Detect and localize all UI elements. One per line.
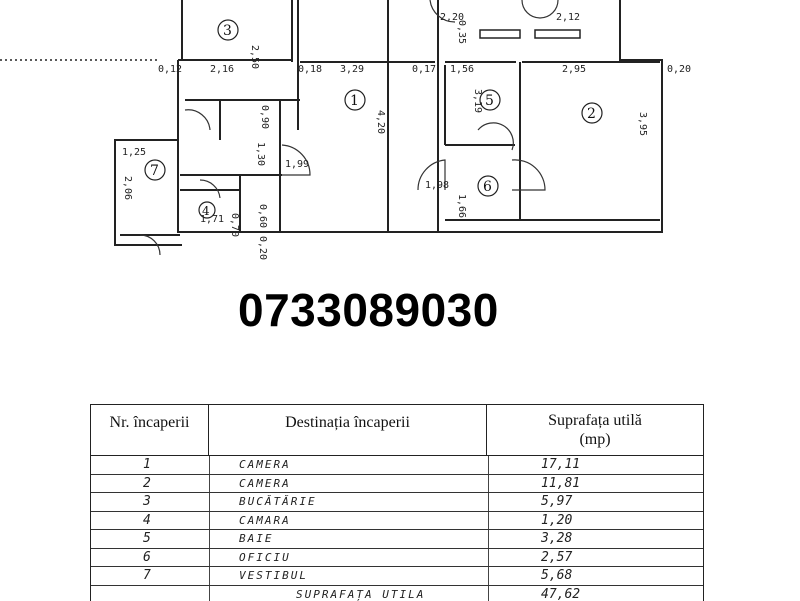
cell-destination: BAIE [239,532,274,545]
floor-plan-drawing: 3 1 2 5 6 4 7 2,16 2,50 3,29 0,18 0,17 0… [0,0,800,265]
cell-destination: OFICIU [239,551,291,564]
table-row: 6 OFICIU 2,57 [91,549,703,568]
room-number-3: 3 [223,23,232,39]
dimension-label: 2,50 [249,45,260,69]
dimension-label: 3,95 [637,112,648,136]
dimension-label: 0,90 [259,105,270,129]
table-header-row: Nr. încaperii Destinația încaperii Supra… [91,405,703,456]
cell-room-number: 7 [143,568,151,583]
room-number-6: 6 [483,179,492,195]
dimension-label: 0,17 [412,64,436,75]
dimension-label: 3,29 [340,64,364,75]
header-surface-line1: Suprafața utilă [487,411,703,430]
dimension-label: 1,66 [456,194,467,218]
table-row: 1 CAMERA 17,11 [91,456,703,475]
table-row: 2 CAMERA 11,81 [91,475,703,494]
table-row: 3 BUCĂTĂRIE 5,97 [91,493,703,512]
phone-number: 0733089030 [238,283,499,337]
table-row: 5 BAIE 3,28 [91,530,703,549]
dimension-label: 0,60 [257,204,268,228]
cell-destination: CAMERA [239,458,291,471]
table-total-row: SUPRAFAȚA UTILA 47,62 [91,586,703,601]
cell-room-number: 5 [143,531,151,546]
dimension-label: 0,18 [298,64,322,75]
cell-destination: CAMARA [239,514,291,527]
cell-room-number: 3 [143,494,151,509]
cell-room-number: 4 [143,513,151,528]
table-body: 1 CAMERA 17,11 2 CAMERA 11,81 3 BUCĂTĂRI… [91,456,703,601]
dimension-label: 1,30 [255,142,266,166]
room-surface-table: Nr. încaperii Destinația încaperii Supra… [90,404,704,601]
dimension-label: 4,20 [375,110,386,134]
cell-surface: 2,57 [541,550,572,565]
room-number-1: 1 [350,93,359,109]
header-room-number: Nr. încaperii [91,405,209,455]
room-number-2: 2 [587,106,596,122]
header-room-destination: Destinația încaperii [209,405,487,455]
dimension-label: 1,99 [285,159,309,170]
cell-destination: VESTIBUL [239,569,308,582]
dimension-label: 0,35 [456,20,467,44]
cell-surface: 5,97 [541,494,572,509]
cell-room-number: 2 [143,476,151,491]
dimension-label: 0,12 [158,64,182,75]
header-useful-surface: Suprafața utilă (mp) [487,405,703,455]
room-number-7: 7 [150,163,159,179]
cell-room-number: 6 [143,550,151,565]
dimension-label: 2,16 [210,64,234,75]
cell-destination: CAMERA [239,477,291,490]
dimension-label: 2,06 [122,176,133,200]
dimension-label: 1,56 [450,64,474,75]
dimension-label: 1,98 [425,180,449,191]
cell-surface: 11,81 [541,476,580,491]
cell-total-surface: 47,62 [541,587,580,601]
cell-surface: 17,11 [541,457,580,472]
dimension-label: 0,20 [667,64,691,75]
header-surface-unit: (mp) [487,430,703,449]
dimension-label: 0,20 [257,236,268,260]
cell-surface: 1,20 [541,513,572,528]
dimension-label: 3,19 [472,89,483,113]
cell-destination: BUCĂTĂRIE [239,495,317,508]
cell-total-label: SUPRAFAȚA UTILA [296,588,425,601]
dimension-label: 1,25 [122,147,146,158]
table-row: 4 CAMARA 1,20 [91,512,703,531]
cell-surface: 5,68 [541,568,572,583]
dimension-label: 2,12 [556,12,580,23]
dimension-label: 0,70 [229,213,240,237]
table-row: 7 VESTIBUL 5,68 [91,567,703,586]
cell-surface: 3,28 [541,531,572,546]
dimension-label: 1,71 [200,214,224,225]
cell-room-number: 1 [143,457,151,472]
dimension-label: 2,95 [562,64,586,75]
room-number-5: 5 [485,93,494,109]
